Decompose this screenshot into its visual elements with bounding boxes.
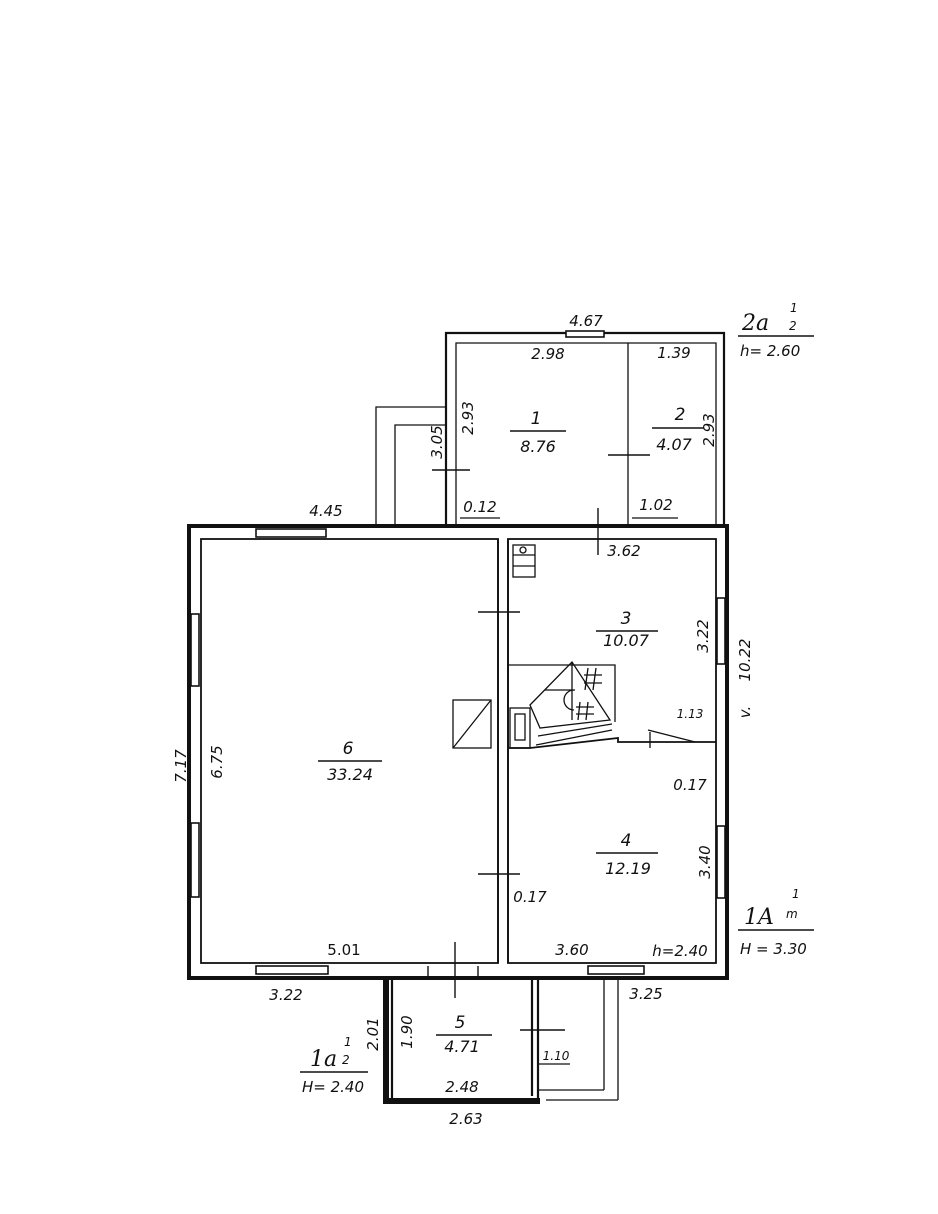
litera-main-height: H = 3.30 [740,940,807,958]
dim-room4-height: 3.40 [696,845,714,878]
vestibule [383,978,619,1104]
porch [375,406,446,526]
litera-vest-frac-top: 1 [344,1035,352,1049]
litera-main-frac-bottom: m [786,907,798,921]
dim-room6-height: 6.75 [208,745,226,778]
dim-room5-outer-h: 2.01 [364,1017,382,1050]
dim-outer-left: 7.17 [172,749,190,783]
dim-room5-outer-w: 2.63 [449,1110,482,1128]
litera-addition-frac-bottom: 2 [789,319,797,333]
dim-room4-width: 3.60 [555,941,588,959]
dimension-labels: 4.67 2.98 1.39 2.93 2.93 3.05 0.12 1.02 … [172,312,754,1128]
room-2-area: 4.07 [656,435,692,454]
dim-porch-height: 3.05 [428,425,446,458]
room-1-number: 1 [531,409,542,429]
litera-main: 1A 1 m H = 3.30 [738,887,814,958]
litera-addition-frac-top: 1 [790,301,798,315]
dim-right-prefix: v. [736,706,754,718]
room-3-label: 3 10.07 [596,609,658,650]
litera-addition-letter: 2a [741,311,769,336]
dim-wall-017-lower: 0.17 [513,888,547,906]
dim-side-110: 1.10 [543,1049,570,1063]
main-house-walls [187,524,729,980]
room-6-area: 33.24 [327,765,373,784]
dim-room1-width: 2.98 [531,345,564,363]
room-5-area: 4.71 [444,1037,480,1056]
room-4-number: 4 [621,831,632,851]
room-6-label: 6 33.24 [318,739,382,784]
dim-room3-height: 3.22 [694,619,712,652]
dim-room2-height: 2.93 [700,413,718,446]
dim-bottom-right: 3.25 [629,985,662,1003]
dim-room1-height: 2.93 [459,401,477,434]
dim-wall-017-upper: 0.17 [673,776,707,794]
dim-room2-width: 1.39 [657,344,690,362]
main-windows [190,528,726,975]
litera-main-frac-top: 1 [792,887,800,901]
stairs [529,660,613,746]
room-5-label: 5 4.71 [436,1013,492,1056]
dim-top-addition-width: 4.67 [569,312,603,330]
dim-wall-102: 1.02 [639,496,672,514]
dim-room5-inner-h: 1.90 [398,1015,416,1048]
room-2-label: 2 4.07 [652,405,704,454]
litera-main-letter: 1A [744,905,774,930]
litera-vestibule: 1a 1 2 H= 2.40 [300,1035,368,1096]
dim-small-113: 1.13 [677,707,704,721]
litera-addition: 2a 1 2 h= 2.60 [738,301,814,360]
dim-right-total: 10.22 [736,639,754,682]
room-4-label: 4 12.19 [596,831,658,878]
top-addition [432,330,726,526]
dim-room3-width: 3.62 [607,542,640,560]
room-3-area: 10.07 [603,631,650,650]
litera-vest-height: H= 2.40 [302,1078,364,1096]
main-doors [427,508,696,998]
room-1-label: 1 8.76 [510,409,566,456]
room-4-area: 12.19 [605,859,651,878]
dim-wall-012: 0.12 [463,498,496,516]
room-2-number: 2 [675,405,686,425]
dim-bottom-left: 3.22 [269,986,302,1004]
dim-main-front-left: 4.45 [309,502,342,520]
room-5-number: 5 [455,1013,466,1033]
room-6-number: 6 [343,739,354,759]
dim-room5-inner-w: 2.48 [445,1078,478,1096]
stove [452,544,536,749]
room-3-number: 3 [621,609,632,629]
litera-vest-frac-bottom: 2 [342,1053,350,1067]
litera-vest-letter: 1a [310,1047,337,1072]
litera-addition-height: h= 2.60 [740,342,800,360]
room-1-area: 8.76 [520,437,556,456]
dim-room6-width: 5.01 [327,941,360,959]
dim-main-inner-height: h=2.40 [652,942,707,960]
